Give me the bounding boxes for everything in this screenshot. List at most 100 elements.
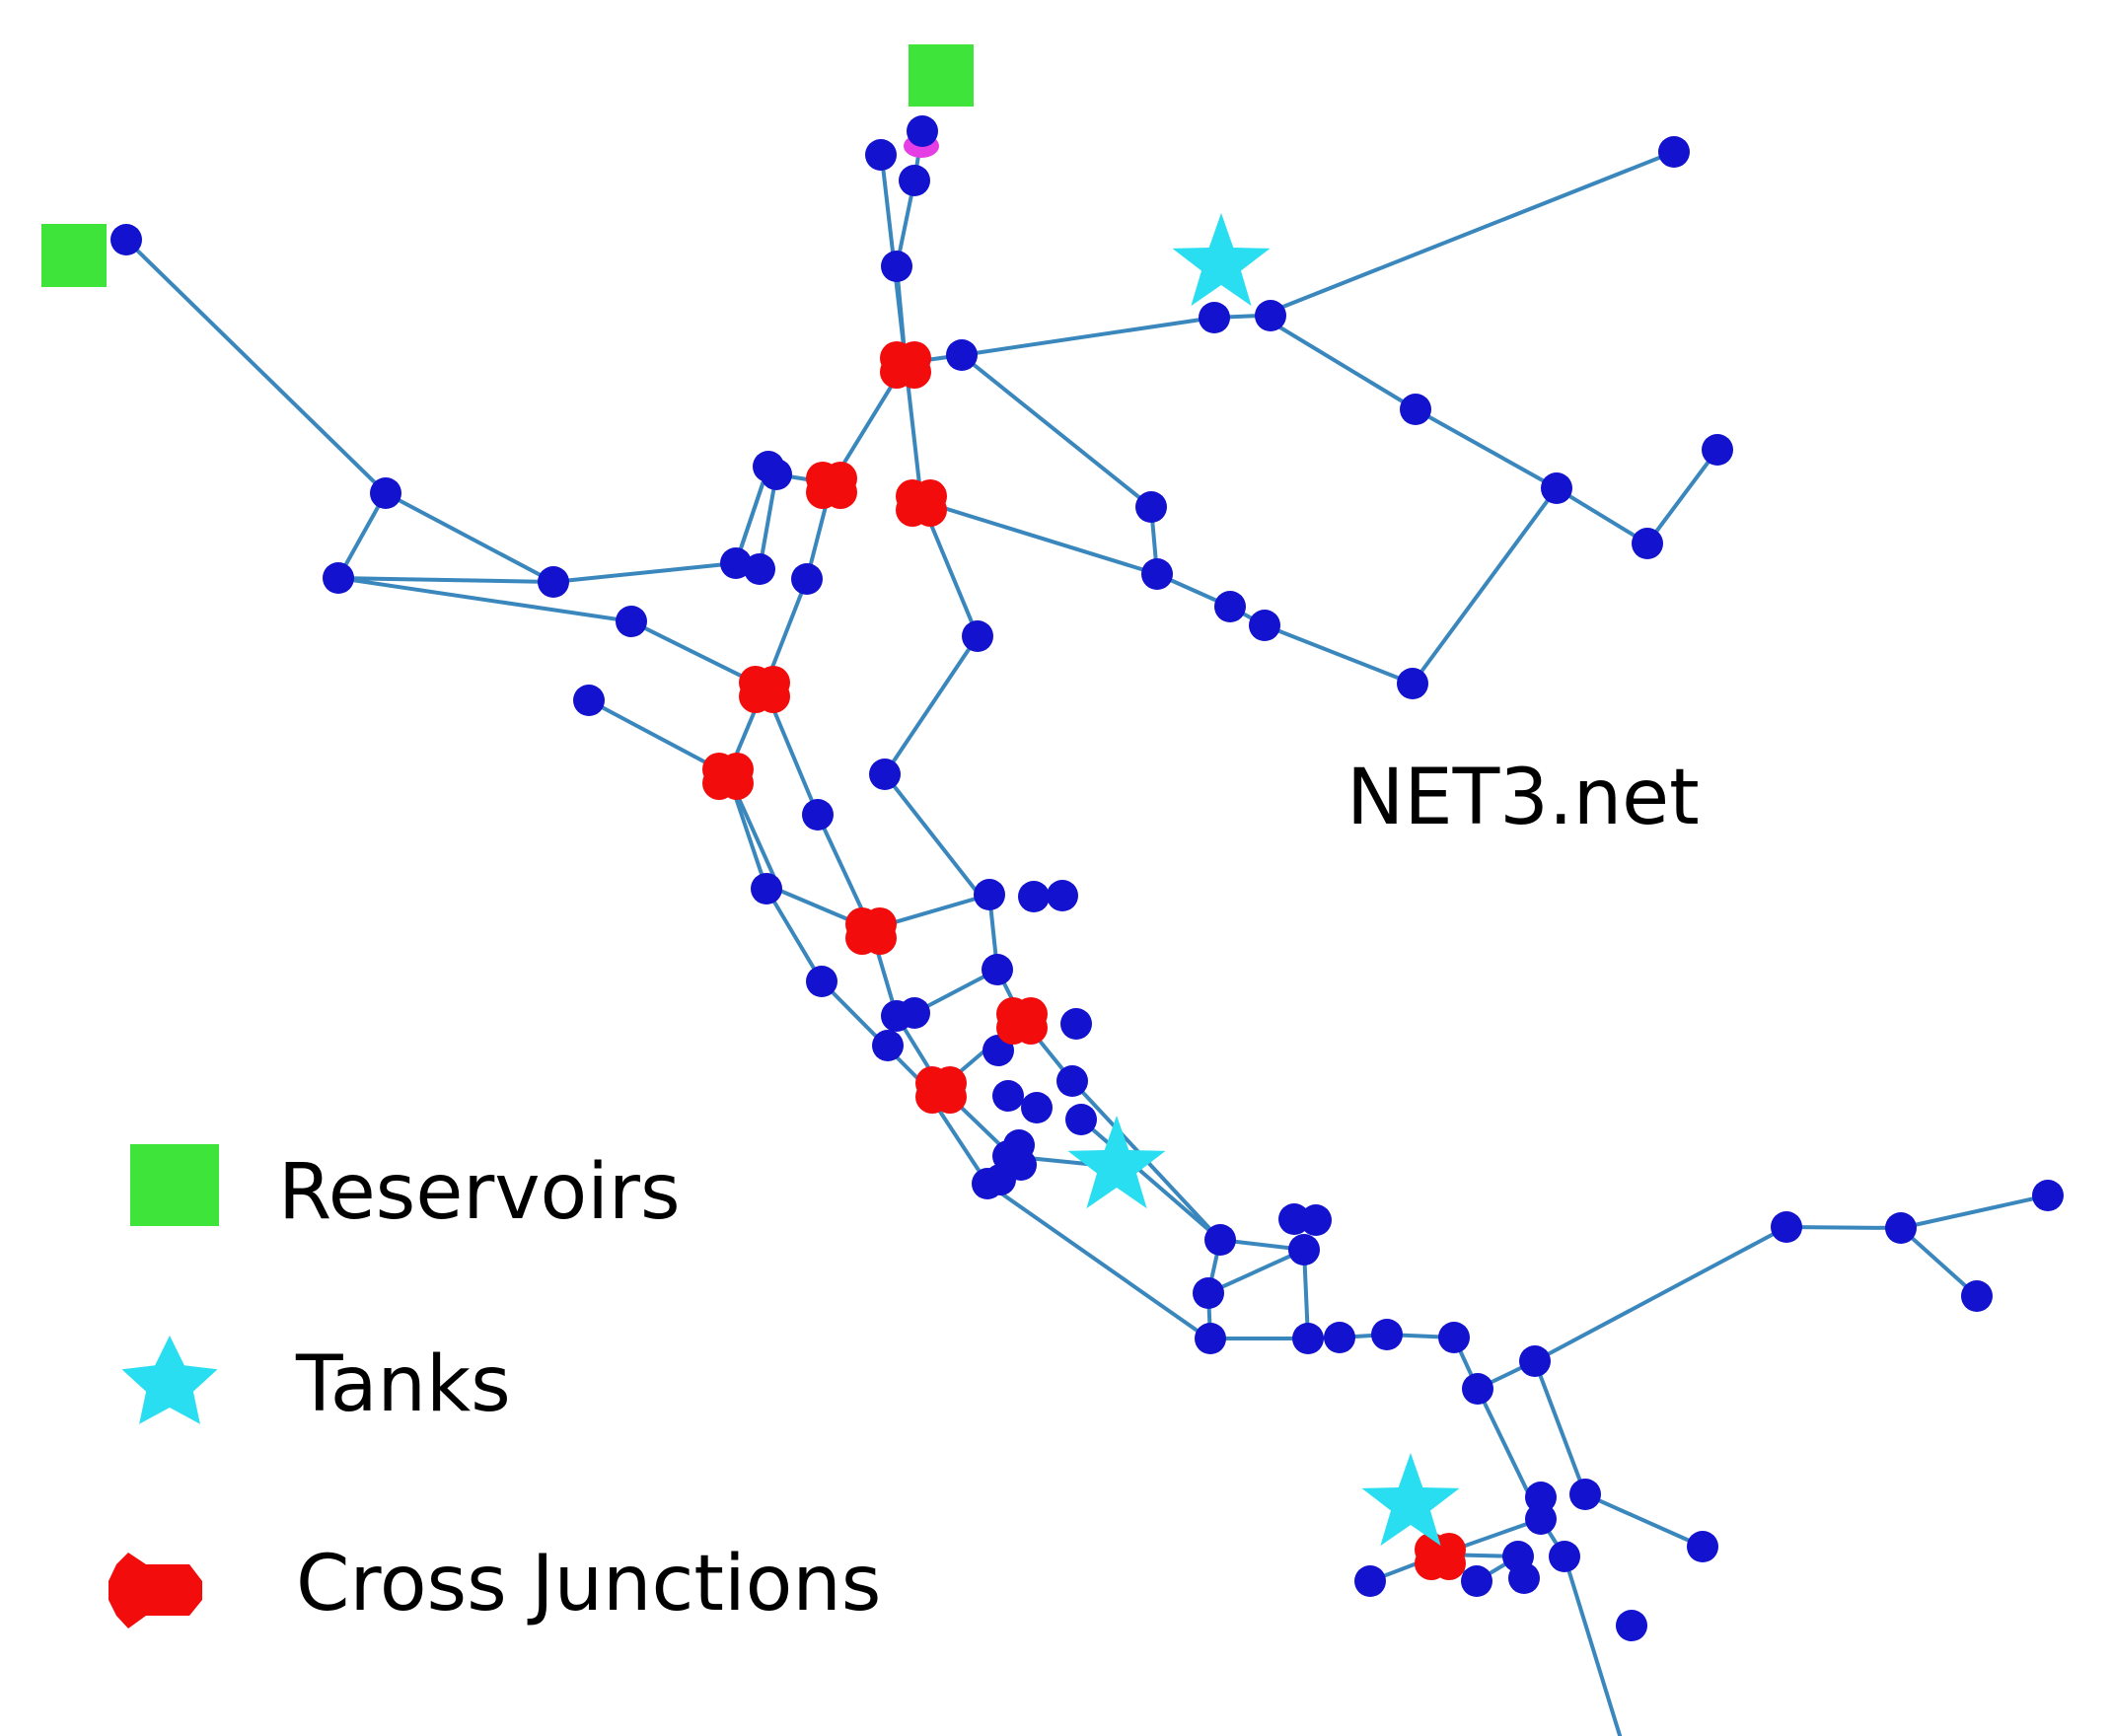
pipe bbox=[1263, 623, 1415, 686]
junction-node bbox=[573, 685, 605, 716]
legend-cross-junctions-label: Cross Junctions bbox=[296, 1540, 881, 1628]
junction-node bbox=[1438, 1322, 1470, 1353]
junction-node bbox=[1021, 1092, 1053, 1123]
cross-junction-node bbox=[845, 907, 897, 955]
pipe bbox=[1079, 1118, 1222, 1242]
junction-node bbox=[872, 1030, 904, 1061]
junction-node bbox=[1249, 610, 1280, 641]
junction-node bbox=[616, 606, 647, 637]
pipe bbox=[1645, 448, 1719, 545]
pipe-network bbox=[124, 129, 2050, 1736]
pipe bbox=[1206, 1248, 1306, 1295]
junction-node bbox=[1400, 394, 1431, 425]
pipe bbox=[384, 491, 555, 584]
legend-tanks-label: Tanks bbox=[295, 1340, 511, 1429]
pipe bbox=[1411, 486, 1559, 686]
junction-node bbox=[1658, 136, 1690, 168]
junction-node bbox=[1354, 1565, 1386, 1597]
junction-node bbox=[1397, 668, 1428, 699]
junction-node bbox=[869, 759, 901, 790]
junction-node bbox=[1199, 302, 1230, 333]
junction-node bbox=[1616, 1610, 1647, 1641]
pipe bbox=[758, 472, 778, 571]
cross-junction-nodes bbox=[702, 341, 1466, 1580]
cross-junction-node bbox=[915, 1066, 967, 1114]
pipe bbox=[919, 499, 1159, 576]
pipe bbox=[883, 634, 980, 776]
junction-node bbox=[946, 339, 978, 371]
junction-node bbox=[1255, 300, 1286, 331]
junction-node bbox=[1462, 1373, 1493, 1405]
junction-node bbox=[881, 1000, 912, 1032]
junction-node bbox=[1508, 1562, 1540, 1594]
pipe bbox=[1259, 314, 1418, 411]
pipe bbox=[1533, 1225, 1788, 1363]
junction-node bbox=[907, 115, 938, 147]
pipe bbox=[1583, 1492, 1705, 1549]
cross-junction-node bbox=[739, 666, 790, 713]
junction-node bbox=[1047, 880, 1078, 911]
cross-junction-node bbox=[702, 753, 754, 800]
junction-node bbox=[1632, 528, 1663, 559]
tank-nodes bbox=[1067, 213, 1460, 1547]
reservoir-node bbox=[41, 224, 107, 287]
cross-junction-node bbox=[806, 462, 857, 509]
reservoir-nodes bbox=[41, 44, 974, 287]
junction-nodes bbox=[110, 115, 2064, 1641]
junction-node bbox=[1371, 1319, 1403, 1350]
junction-node bbox=[370, 477, 401, 509]
junction-node bbox=[1541, 472, 1572, 504]
pipe bbox=[551, 561, 738, 584]
junction-node bbox=[1288, 1234, 1320, 1266]
junction-node bbox=[1771, 1211, 1802, 1243]
reservoir-node bbox=[909, 44, 974, 107]
junction-node bbox=[1525, 1482, 1557, 1513]
junction-node bbox=[1961, 1280, 1993, 1312]
junction-node bbox=[1018, 881, 1050, 912]
pipe bbox=[1533, 1359, 1587, 1496]
legend: Reservoirs Tanks Cross Junctions bbox=[109, 1144, 881, 1628]
junction-node bbox=[1324, 1322, 1355, 1353]
junction-node bbox=[1214, 591, 1246, 622]
junction-node bbox=[992, 1080, 1024, 1112]
junction-node bbox=[1141, 558, 1173, 590]
pipe bbox=[960, 353, 1153, 509]
junction-node bbox=[899, 165, 930, 196]
pipe bbox=[336, 576, 633, 623]
legend-reservoir-symbol bbox=[130, 1144, 219, 1226]
legend-reservoirs-label: Reservoirs bbox=[278, 1148, 681, 1237]
tank-node bbox=[1067, 1116, 1166, 1209]
junction-node bbox=[865, 139, 897, 171]
network-title: NET3.net bbox=[1346, 754, 1700, 842]
pipe bbox=[1899, 1194, 2050, 1230]
junction-node bbox=[751, 873, 782, 904]
pipe bbox=[336, 576, 555, 584]
pipe bbox=[124, 238, 388, 495]
junction-node bbox=[962, 620, 993, 652]
legend-tank-symbol bbox=[121, 1336, 218, 1424]
junction-node bbox=[1056, 1065, 1088, 1097]
junction-node bbox=[1003, 1129, 1035, 1161]
junction-node bbox=[1687, 1531, 1718, 1562]
pipe bbox=[336, 491, 388, 580]
pipe bbox=[883, 772, 980, 895]
pipe bbox=[1784, 1225, 1903, 1230]
junction-node bbox=[1135, 491, 1167, 523]
junction-node bbox=[1569, 1479, 1601, 1510]
junction-node bbox=[744, 553, 775, 585]
tank-node bbox=[1172, 213, 1271, 307]
pipe bbox=[985, 1182, 1210, 1340]
junction-node bbox=[1702, 434, 1733, 466]
cross-junction-node bbox=[1415, 1533, 1466, 1580]
junction-node bbox=[1204, 1224, 1236, 1256]
pipe bbox=[1563, 1555, 1623, 1736]
pipe bbox=[1414, 407, 1559, 490]
junction-node bbox=[1549, 1541, 1580, 1572]
junction-node bbox=[982, 954, 1013, 985]
junction-node bbox=[720, 547, 752, 579]
junction-node bbox=[110, 224, 142, 255]
legend-cross-junction-symbol bbox=[109, 1553, 202, 1628]
junction-node bbox=[791, 563, 823, 595]
junction-node bbox=[1300, 1204, 1332, 1236]
junction-node bbox=[1065, 1104, 1097, 1135]
